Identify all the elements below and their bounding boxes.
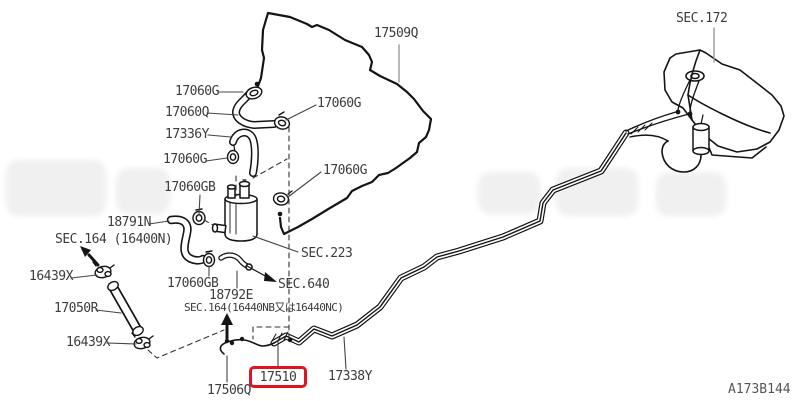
part-label-17060GB-a[interactable]: 17060GB [164, 180, 216, 195]
clamp-17060g-a-icon [245, 86, 263, 100]
section-label-SEC164-16400N[interactable]: SEC.164 (16400N) [55, 232, 173, 247]
watermark-blob [478, 172, 540, 214]
part-label-17060G-b[interactable]: 17060G [317, 96, 361, 111]
part-label-17336Y[interactable]: 17336Y [165, 127, 209, 142]
hose-18791n-drawing [166, 215, 208, 265]
arrow-sec164-16440-icon [221, 313, 233, 340]
part-label-17060Q[interactable]: 17060Q [165, 105, 209, 120]
section-label-SEC172[interactable]: SEC.172 [676, 11, 728, 26]
part-label-17509Q[interactable]: 17509Q [374, 26, 418, 41]
part-label-17050R[interactable]: 17050R [54, 301, 98, 316]
part-label-17060GB-b[interactable]: 17060GB [167, 276, 219, 291]
protector-outline-drawing [254, 11, 433, 236]
dashed-reference-lines [147, 126, 290, 359]
arrow-sec640-icon [246, 265, 277, 282]
fuel-filter-drawing [661, 114, 710, 173]
hose-17050r-drawing [107, 280, 144, 337]
clamp-16439x-b-icon [131, 332, 154, 350]
fuel-pipe-bundle [219, 111, 690, 355]
part-label-17060G-d[interactable]: 17060G [323, 163, 367, 178]
part-label-17506Q[interactable]: 17506Q [207, 383, 251, 398]
clamp-17060g-c-icon [226, 149, 240, 165]
clamp-17060g-d-icon [272, 190, 293, 206]
direction-arrows [80, 246, 277, 340]
part-label-16439X-b[interactable]: 16439X [66, 335, 110, 350]
pipe-18792e-drawing [218, 252, 253, 271]
leader-lines [70, 27, 715, 383]
section-label-SEC164-16440[interactable]: SEC.164(16440NB又は16440NC) [184, 301, 344, 314]
hose-17060q-drawing [232, 88, 278, 129]
diagram-code: A173B144 [728, 382, 791, 397]
arrow-sec164-16400n-icon [80, 246, 100, 267]
part-label-17060G-a[interactable]: 17060G [175, 84, 219, 99]
section-label-SEC640[interactable]: SEC.640 [278, 277, 330, 292]
watermark-blob [116, 168, 170, 214]
part-label-17060G-c[interactable]: 17060G [163, 152, 207, 167]
watermark-blob [6, 160, 106, 216]
canister-drawing [211, 179, 258, 242]
part-label-18791N[interactable]: 18791N [107, 215, 151, 230]
clamp-16439x-a-icon [92, 261, 115, 279]
selected-part-box-17510[interactable]: 17510 [249, 366, 307, 388]
clamp-17060g-b-icon [273, 111, 291, 130]
part-label-16439X-a[interactable]: 16439X [29, 269, 73, 284]
fuel-tank-drawing [663, 49, 785, 159]
selected-part-label: 17510 [259, 369, 297, 385]
part-label-17338Y[interactable]: 17338Y [328, 369, 372, 384]
section-label-SEC223[interactable]: SEC.223 [301, 246, 353, 261]
part-label-18792E[interactable]: 18792E [209, 288, 253, 303]
clamp-17060gb-b-icon [202, 250, 216, 268]
watermark-blob [656, 172, 726, 216]
